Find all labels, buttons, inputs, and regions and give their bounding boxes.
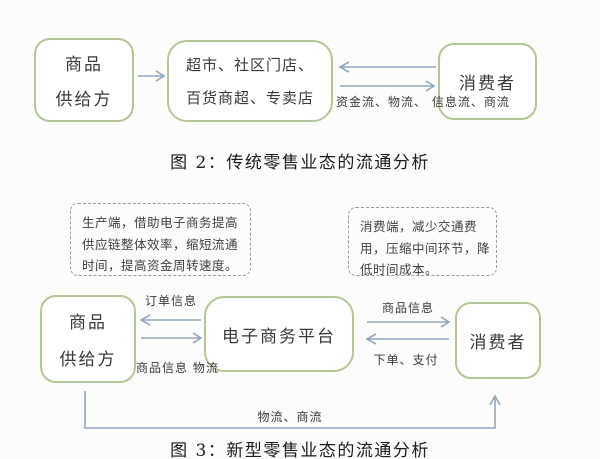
fig2-retail-box: 超市、社区门店、 百货商超、专卖店 [167,40,333,122]
fig3-producer-note-line3: 时间，提高资金周转速度。 [82,258,239,273]
fig3-producer-note-line1: 生产端，借助电子商务提高 [82,215,239,230]
fig3-arrow-platform-to-consumer [367,316,451,328]
fig3-caption: 图 3：新型零售业态的流通分析 [170,441,430,459]
fig3-goods-info-right-label: 商品信息 [381,301,434,315]
fig3-logistics-commerce-label: 物流、商流 [257,410,323,424]
fig3-supplier-box: 商品 供给方 [40,295,136,383]
fig2-supplier-box: 商品 供给方 [34,38,134,122]
fig2-arrow-consumer-to-retail [338,61,436,73]
fig3-order-pay-label: 下单、支付 [373,353,439,367]
fig2-retail-line1: 超市、社区门店、 [185,56,314,74]
fig3-goods-info-left-line1: 商品信息 [136,361,189,375]
fig3-consumer-note-line3: 低时间成本。 [360,262,439,277]
fig2-arrow-supplier-to-retail [138,70,166,82]
fig3-logistics-line2: 物流 [192,361,219,375]
fig2-consumer-label: 消费者 [459,74,516,94]
fig2-retail-line2: 百货商超、专卖店 [185,89,314,107]
fig3-consumer-box: 消费者 [455,302,541,379]
fig3-arrow-consumer-to-platform [365,333,449,345]
fig3-platform-box: 电子商务平台 [204,296,354,372]
fig3-consumer-note: 消费端，减少交通费 用，压缩中间环节，降 低时间成本。 [348,207,497,277]
fig3-order-info-label: 订单信息 [144,294,197,308]
fig3-arrow-supplier-to-platform [141,332,203,344]
fig2-flow-label: 资金流、物流、 信息流、商流 [336,92,509,112]
fig3-arrow-platform-to-supplier [139,314,201,326]
fig3-supplier-line1: 商品 [69,313,107,334]
fig2-flow-label-line1: 资金流、物流、 [336,95,428,109]
fig3-goods-info-left-label: 商品信息 物流 [136,358,218,378]
fig3-producer-note: 生产端，借助电子商务提高 供应链整体效率，缩短流通 时间，提高资金周转速度。 [70,203,251,276]
fig3-supplier-line2: 供给方 [59,349,117,370]
fig3-producer-note-line2: 供应链整体效率，缩短流通 [82,236,239,252]
fig2-flow-label-line2: 信息流、商流 [431,95,510,109]
fig2-supplier-line1: 商品 [65,55,103,75]
fig2-supplier-line2: 供给方 [55,90,113,110]
fig2-arrow-retail-to-consumer [340,80,436,92]
fig2-caption: 图 2：传统零售业态的流通分析 [170,153,430,173]
fig3-platform-label: 电子商务平台 [222,326,336,347]
fig3-consumer-label: 消费者 [469,333,527,353]
fig3-consumer-note-line1: 消费端，减少交通费 [360,219,478,234]
fig2-consumer-box: 消费者 [438,43,537,120]
fig3-consumer-note-line2: 用，压缩中间环节，降 [360,240,491,256]
